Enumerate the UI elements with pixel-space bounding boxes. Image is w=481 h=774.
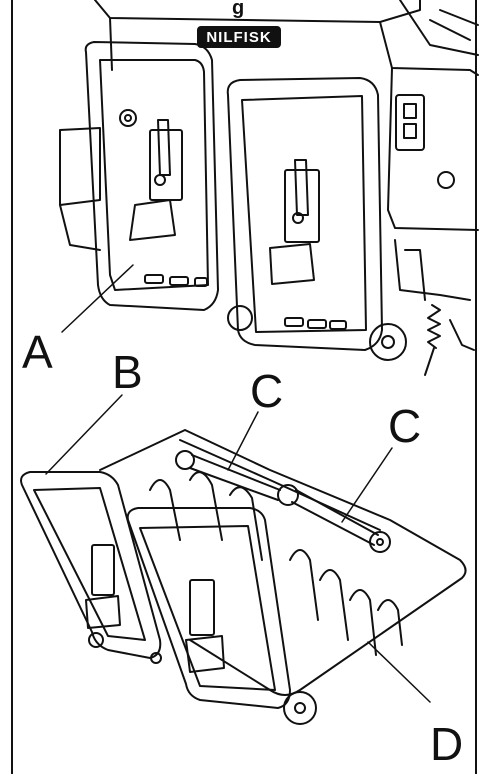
- machine-assembly: [59, 0, 479, 301]
- callout-d: D: [430, 718, 463, 770]
- leader-line-a: [61, 264, 134, 333]
- callout-c-right: C: [388, 400, 421, 452]
- leader-line-c1: [227, 411, 259, 471]
- brand-label: NILFISK: [206, 29, 271, 46]
- side-knob: [437, 171, 455, 189]
- leader-line-c2: [341, 447, 393, 523]
- spring-cable: [424, 304, 475, 376]
- latch-right: [284, 169, 320, 243]
- rear-tray-removed: [99, 429, 467, 696]
- front-tray-left: [20, 471, 162, 659]
- rod-end-right: [369, 531, 391, 553]
- left-tray-mounted: [84, 41, 219, 311]
- callout-a: A: [22, 326, 53, 378]
- latch-handle-right: [269, 243, 315, 285]
- rod-end-left: [175, 450, 195, 470]
- right-tray-mounted: [226, 77, 407, 361]
- brand-plate: [197, 26, 281, 48]
- latch-left: [149, 129, 183, 201]
- wheel-bottom: [283, 691, 317, 725]
- header-fragment: g: [232, 0, 244, 19]
- rod-end-mid: [277, 484, 299, 506]
- side-connector: [395, 94, 425, 151]
- callout-b: B: [112, 346, 143, 398]
- callout-c-left: C: [250, 365, 283, 417]
- leader-line-b: [45, 394, 123, 475]
- wheel-top: [369, 323, 407, 361]
- front-tray-right: [126, 507, 317, 725]
- leader-line-d: [367, 641, 431, 703]
- latch-handle-left: [129, 199, 176, 241]
